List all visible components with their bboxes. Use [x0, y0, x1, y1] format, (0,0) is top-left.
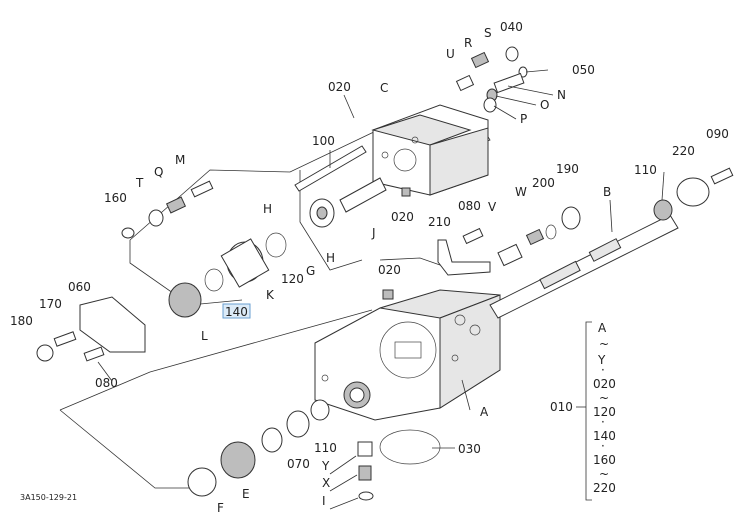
callout-160[interactable]: 160 [104, 191, 127, 205]
drawing-code: 3A150-129-21 [20, 493, 77, 502]
callout-070[interactable]: 070 [287, 457, 310, 471]
callout-040[interactable]: 040 [500, 20, 523, 34]
range-legend-9: · [601, 439, 605, 453]
callout-h-right[interactable]: H [326, 251, 335, 265]
callout-090[interactable]: 090 [706, 127, 729, 141]
callout-120[interactable]: 120 [281, 272, 304, 286]
callout-100[interactable]: 100 [312, 134, 335, 148]
callout-140[interactable]: 140 [225, 305, 248, 319]
range-legend-11: ~ [599, 467, 609, 481]
callout-220[interactable]: 220 [672, 144, 695, 158]
range-legend-1: ~ [599, 337, 609, 351]
callout-i[interactable]: I [322, 494, 326, 508]
callout-t[interactable]: T [135, 176, 144, 190]
callout-020-mid[interactable]: 020 [391, 210, 414, 224]
callout-g[interactable]: G [306, 264, 315, 278]
range-legend-10: 160 [593, 453, 616, 467]
callout-q[interactable]: Q [154, 165, 163, 179]
callout-080-low[interactable]: 080 [95, 376, 118, 390]
part-callouts: 040 050 S R U N O P 020 C 100 M Q T 160 … [10, 20, 729, 515]
range-legend-4: 020 [593, 377, 616, 391]
callout-p[interactable]: P [520, 112, 527, 126]
callout-f[interactable]: F [217, 501, 224, 515]
callout-020-low[interactable]: 020 [378, 263, 401, 277]
callout-h-left[interactable]: H [263, 202, 272, 216]
callout-030[interactable]: 030 [458, 442, 481, 456]
callout-060[interactable]: 060 [68, 280, 91, 294]
callout-v[interactable]: V [488, 200, 497, 214]
callout-190[interactable]: 190 [556, 162, 579, 176]
range-legend-8: 140 [593, 429, 616, 443]
callout-170[interactable]: 170 [39, 297, 62, 311]
callout-leaders [97, 69, 665, 510]
range-legend-0: A [598, 321, 607, 335]
callout-m[interactable]: M [175, 153, 185, 167]
callout-x[interactable]: X [322, 476, 330, 490]
callout-w[interactable]: W [515, 185, 527, 199]
callout-180[interactable]: 180 [10, 314, 33, 328]
callout-u[interactable]: U [446, 47, 455, 61]
callout-020-top[interactable]: 020 [328, 80, 351, 94]
callout-080-mid[interactable]: 080 [458, 199, 481, 213]
callout-110-bottom[interactable]: 110 [314, 441, 337, 455]
callout-050[interactable]: 050 [572, 63, 595, 77]
upper-block-c [371, 104, 489, 196]
callout-k[interactable]: K [266, 288, 275, 302]
range-legend-bracket [585, 321, 592, 501]
callout-o[interactable]: O [540, 98, 549, 112]
callout-l[interactable]: L [201, 329, 208, 343]
callout-b[interactable]: B [603, 185, 611, 199]
callout-j[interactable]: J [371, 226, 376, 240]
callout-110-right[interactable]: 110 [634, 163, 657, 177]
range-legend-6: 120 [593, 405, 616, 419]
valve-body-a [314, 289, 501, 421]
range-legend-3: · [601, 363, 605, 377]
callout-c[interactable]: C [380, 81, 388, 95]
callout-s[interactable]: S [484, 26, 492, 40]
callout-210[interactable]: 210 [428, 215, 451, 229]
callout-r[interactable]: R [464, 36, 472, 50]
small-parts [36, 46, 734, 501]
rod-100 [294, 145, 367, 192]
range-legend: A ~ Y · 020 ~ 120 · 140 · 160 ~ 220 [576, 321, 616, 501]
callout-n[interactable]: N [557, 88, 566, 102]
range-legend-5: ~ [599, 391, 609, 405]
spool-b [489, 214, 679, 319]
range-legend-7: · [601, 415, 605, 429]
callout-a[interactable]: A [480, 405, 489, 419]
callout-200[interactable]: 200 [532, 176, 555, 190]
callout-y[interactable]: Y [321, 459, 330, 473]
callout-010[interactable]: 010 [550, 400, 573, 414]
callout-140-highlight [222, 303, 251, 319]
range-legend-12: 220 [593, 481, 616, 495]
range-legend-2: Y [597, 353, 606, 367]
callout-e[interactable]: E [242, 487, 250, 501]
